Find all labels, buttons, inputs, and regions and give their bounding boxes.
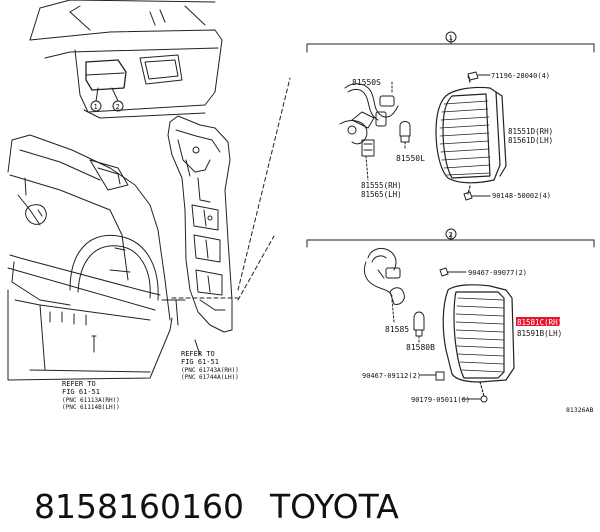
callout-2-label: 2 <box>449 231 453 239</box>
vehicle-callout-2-label: 2 <box>116 103 120 111</box>
refer-right-line1: REFER TO <box>181 350 215 358</box>
figure-code: 81326AB <box>566 406 593 414</box>
parts-diagram: 81550S 81550L 81555(RH) 81565(LH) 71196-… <box>7 0 595 414</box>
refer-left-line3: (PNC 61113A(RH)) <box>62 397 120 404</box>
refer-right-line4: (PNC 61744A(LH)) <box>181 374 239 381</box>
label-group1-screw-top: 71196-28040(4) <box>491 72 550 80</box>
group2-socket-harness <box>363 247 405 323</box>
label-group1-bulb: 81550L <box>396 154 425 163</box>
group1-tail-lamp <box>435 75 507 195</box>
label-group2-socket: 81585 <box>385 325 409 334</box>
group2-nut-icon <box>480 395 488 403</box>
part-caption: 8158160160 TOYOTA <box>13 432 399 526</box>
label-group2-lamp-rh: 81581C(RH) <box>517 318 562 327</box>
group2-clip-icon <box>435 371 445 381</box>
group2-bulb <box>413 311 425 343</box>
group2-bracket <box>306 228 595 248</box>
brand-name: TOYOTA <box>269 487 399 526</box>
label-group2-lamp-lh: 81591B(LH) <box>517 329 562 338</box>
guide-lines <box>171 77 291 301</box>
refer-left-line4: (PNC 61114B(LH)) <box>62 404 120 411</box>
highlight-box <box>516 317 560 326</box>
label-group1-socket-assy-lh: 81565(LH) <box>361 190 402 199</box>
label-group2-bulb: 81580B <box>406 343 435 352</box>
refer-left-line2: FIG 61-51 <box>62 388 100 396</box>
vehicle-callout-1-label: 1 <box>94 103 98 111</box>
group1-bottom-screw-icon <box>463 191 473 201</box>
group1-socket-harness <box>339 79 399 181</box>
refer-left-line1: REFER TO <box>62 380 96 388</box>
part-number: 8158160160 <box>33 487 244 526</box>
label-group2-nut: 90179-05011(6) <box>411 396 470 404</box>
label-group1-lamp-rh: 81551D(RH) <box>508 127 553 136</box>
group2-tail-lamp <box>442 284 515 397</box>
callout-1-label: 1 <box>449 34 453 42</box>
refer-right-line3: (PNC 61743A(RH)) <box>181 367 239 374</box>
group1-bracket <box>306 31 595 53</box>
group2-top-screw-icon <box>439 267 449 277</box>
refer-right-line2: FIG 61-51 <box>181 358 219 366</box>
label-group1-lamp-lh: 81561D(LH) <box>508 136 553 145</box>
label-group1-socket-assy-rh: 81555(RH) <box>361 181 402 190</box>
label-group2-clip: 90467-09112(2) <box>362 372 421 380</box>
group1-top-screw-icon <box>467 71 479 81</box>
group1-bulb <box>399 121 411 151</box>
label-group1-screw-bottom: 90148-50002(4) <box>492 192 551 200</box>
label-group1-socket: 81550S <box>352 78 381 87</box>
vehicle-rear-body <box>7 0 223 381</box>
label-group2-screw-top: 90467-09077(2) <box>468 269 527 277</box>
lamp-housing-bracket <box>161 115 233 356</box>
